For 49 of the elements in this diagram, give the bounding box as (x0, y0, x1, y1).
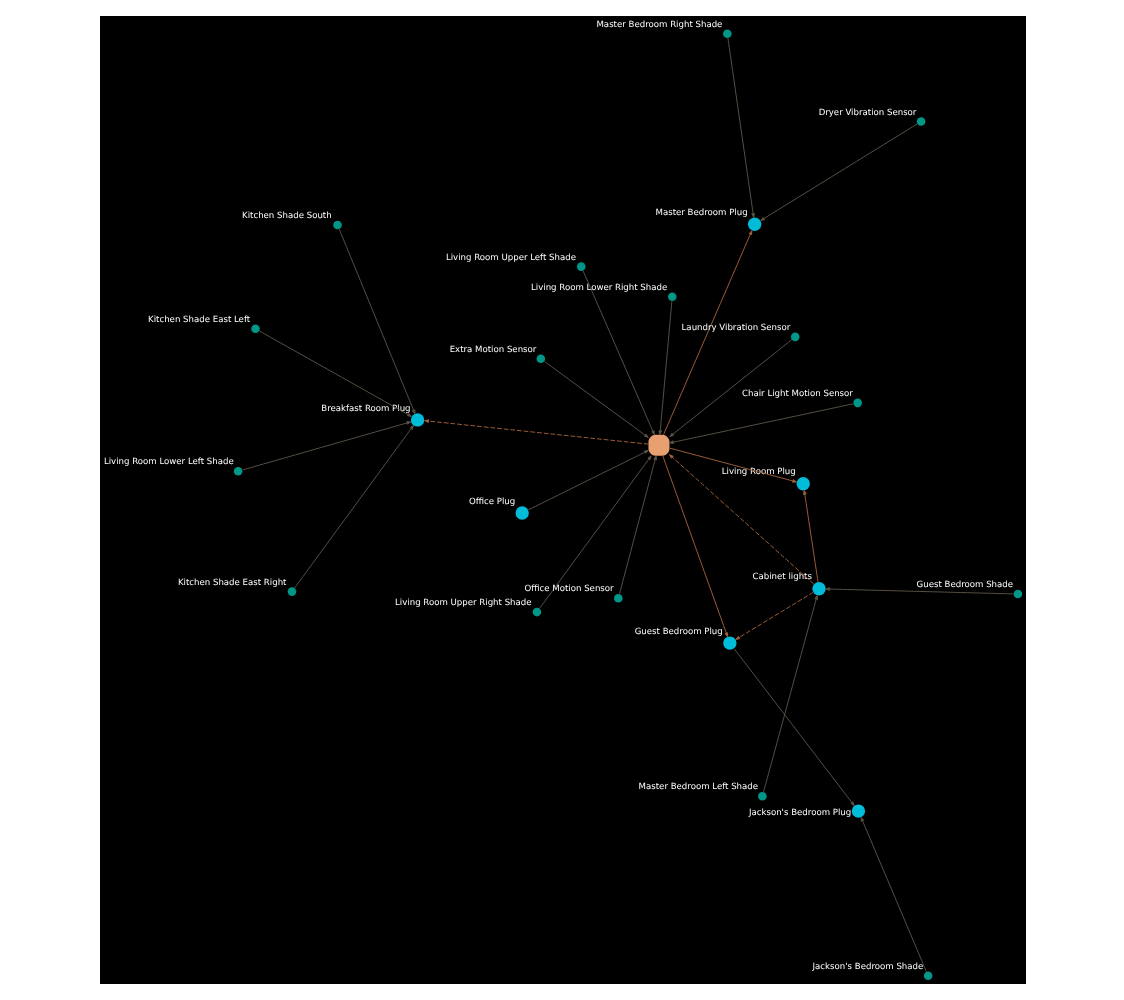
arrow (802, 490, 818, 583)
arrow (762, 594, 817, 793)
arrow (657, 300, 672, 436)
arrow (734, 591, 813, 640)
node-circle (795, 477, 809, 491)
node-circle (232, 466, 242, 476)
node-circle (332, 220, 341, 230)
arrow (859, 816, 926, 973)
arrow (337, 228, 415, 415)
node-circle (535, 354, 545, 364)
arrow (668, 403, 853, 444)
arrow (668, 447, 796, 483)
node-box (647, 434, 669, 456)
node-circle (811, 582, 825, 596)
node-circle (915, 117, 925, 126)
node-circle (757, 791, 766, 801)
arrow (581, 270, 654, 436)
arrow (759, 123, 917, 222)
arrow (423, 419, 648, 445)
arrow (668, 339, 792, 438)
arrow (526, 449, 648, 511)
arrow (661, 455, 728, 638)
arrow (258, 330, 411, 417)
node-circle (531, 607, 541, 617)
node-circle (789, 332, 799, 342)
node-circle (722, 636, 736, 650)
arrow (293, 424, 414, 589)
arrow (824, 587, 1013, 595)
arrow (662, 230, 752, 436)
node-circle (250, 324, 259, 334)
arrow (241, 421, 411, 471)
node-circle (922, 971, 932, 981)
node-circle (850, 804, 865, 818)
arrow (668, 454, 814, 585)
node-circle (666, 292, 676, 302)
node-circle (1012, 589, 1022, 599)
node-circle (286, 587, 296, 596)
arrow (726, 37, 754, 218)
node-circle (613, 594, 622, 603)
node-circle (514, 506, 528, 520)
node-circle (409, 413, 424, 427)
node-circle (575, 262, 585, 271)
arrow (537, 455, 651, 610)
arrow (543, 361, 648, 438)
node-circle (722, 29, 731, 39)
node-circle (852, 398, 861, 408)
arrow (618, 455, 656, 595)
arrow (732, 648, 854, 807)
node-circle (746, 217, 761, 231)
